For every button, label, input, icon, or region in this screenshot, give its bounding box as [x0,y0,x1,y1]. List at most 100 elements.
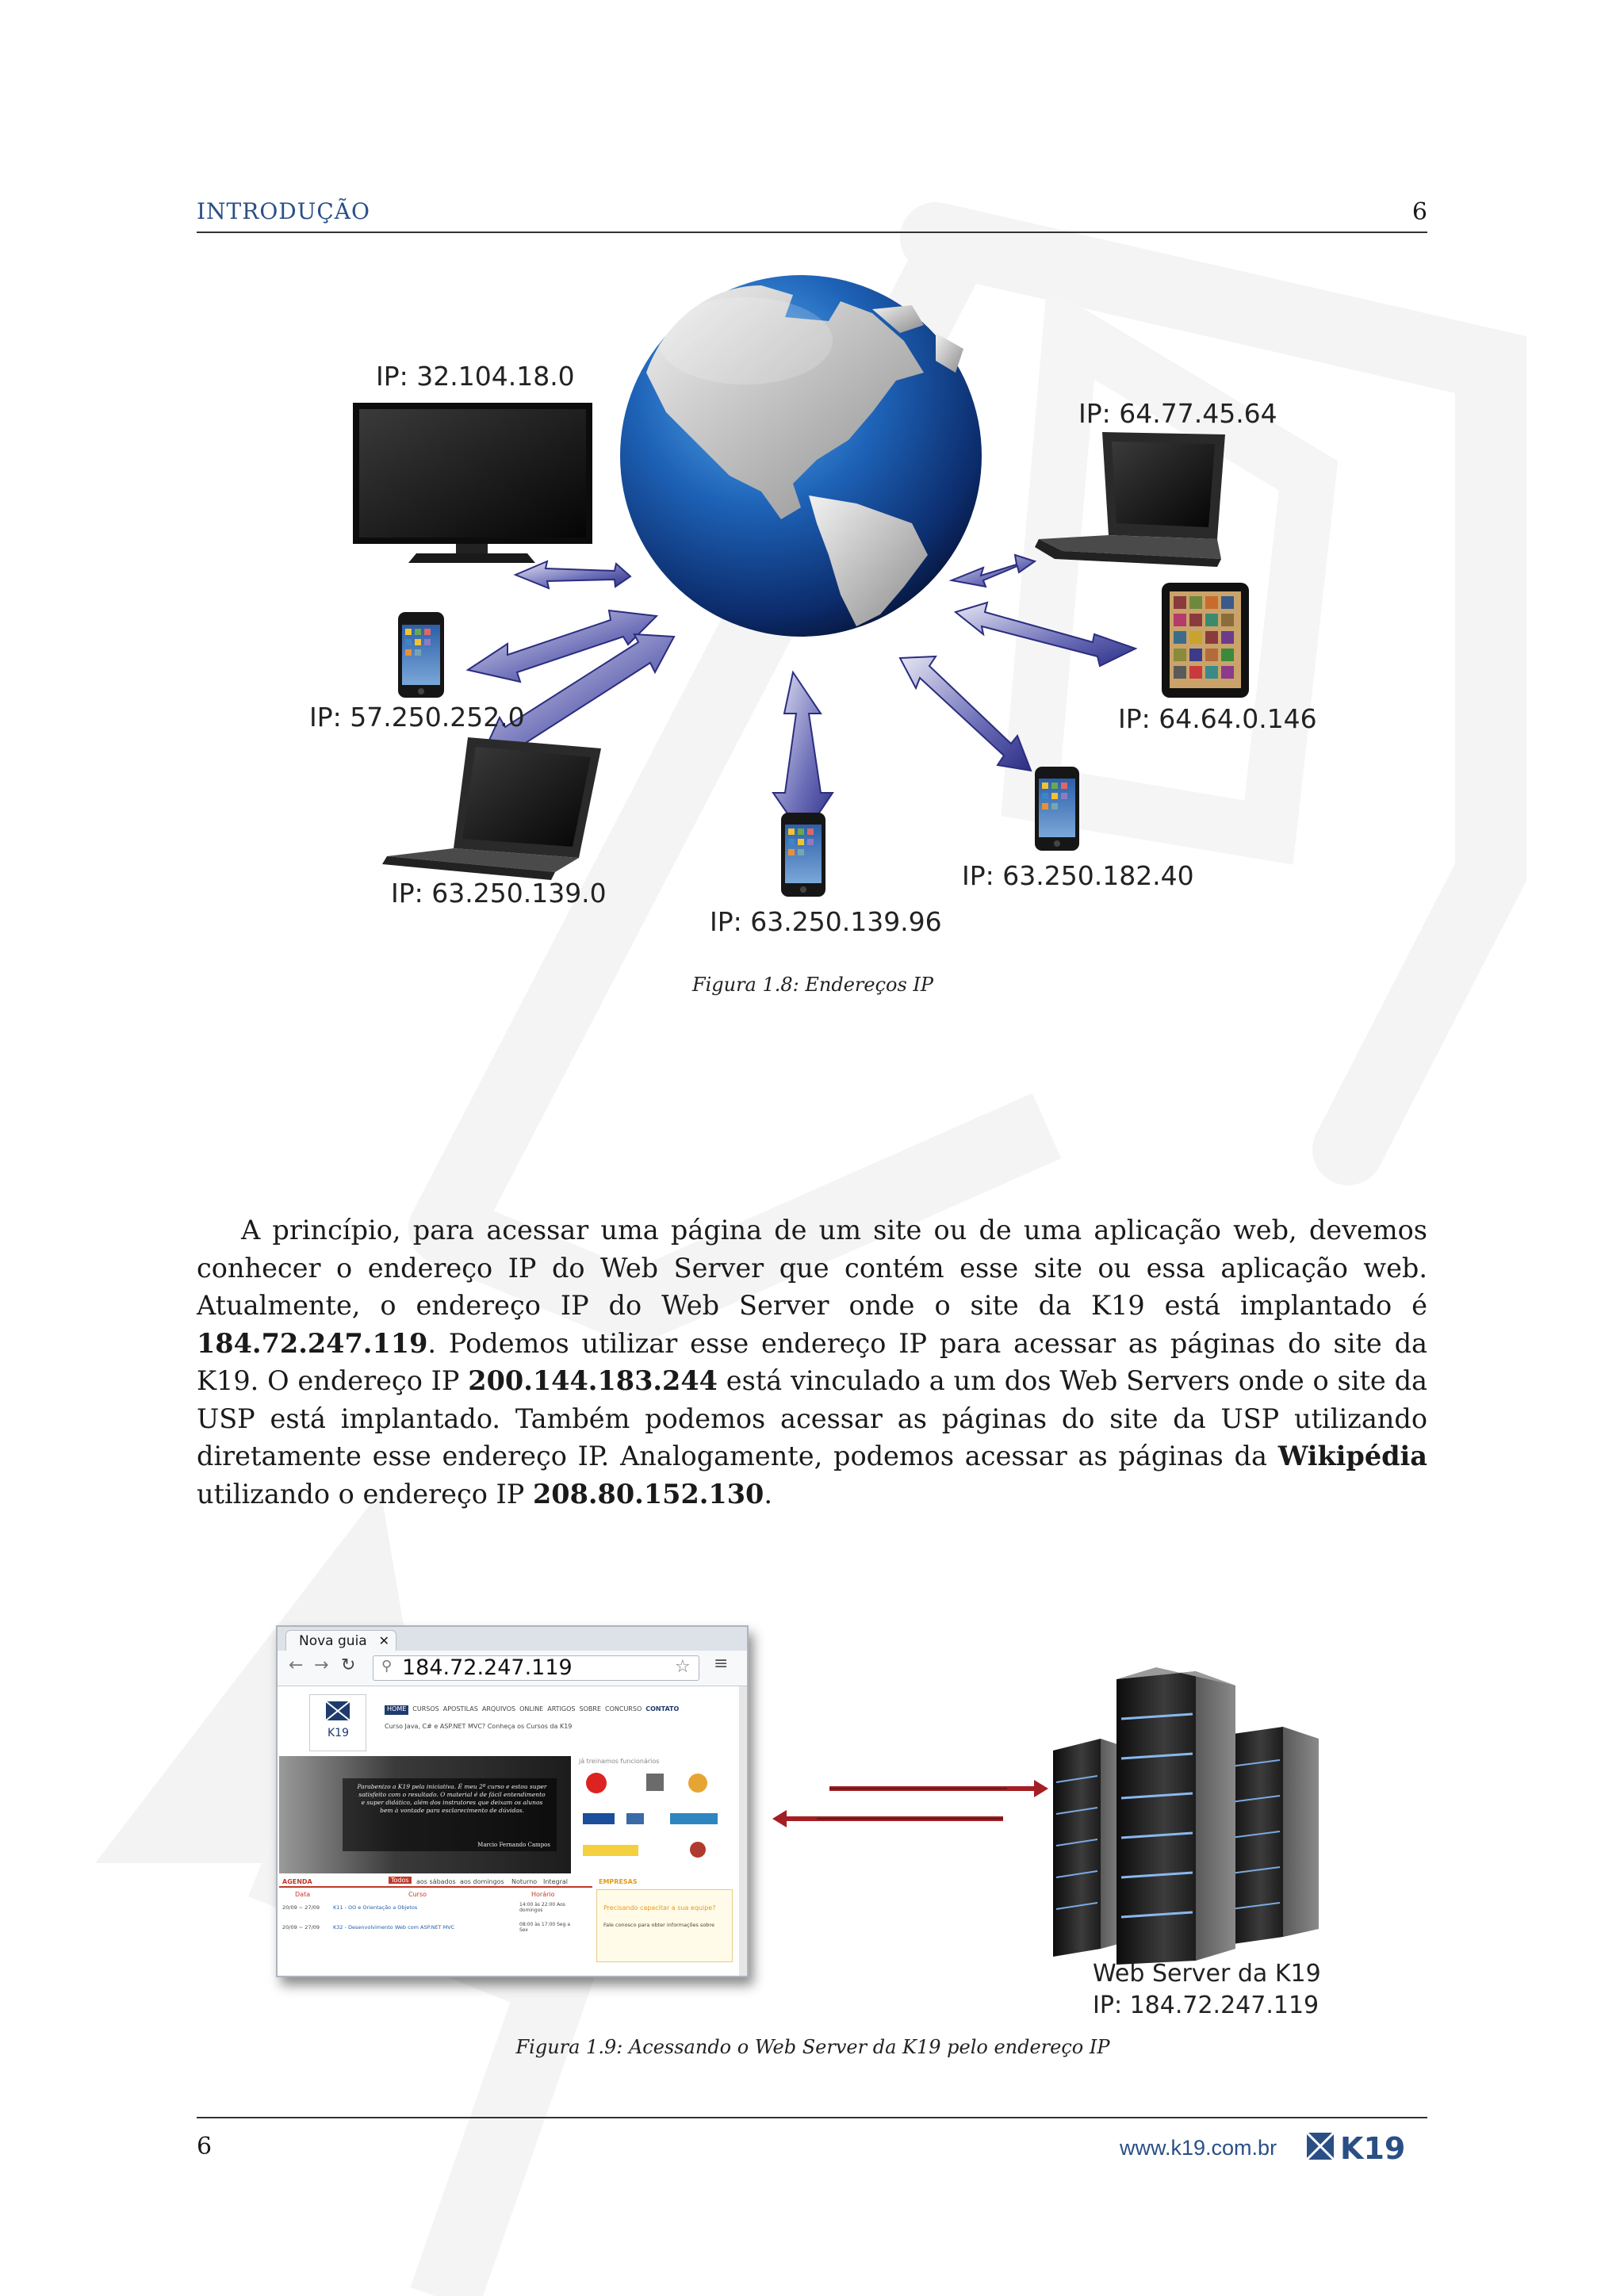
agenda-row-1-time: 14:00 às 22:00 Aos domingos [519,1902,565,1913]
server-rack-right [1228,1727,1319,1945]
site-k19-logo[interactable]: K19 [309,1694,366,1751]
ip-label-laptop-top-right: IP: 64.77.45.64 [1078,398,1277,429]
phone-bottom-right-device [1035,767,1079,851]
ip-label-laptop-bottom-left: IP: 63.250.139.0 [391,878,607,909]
figure-ip-addresses [353,275,1249,897]
arrows [465,553,1138,838]
k19-logo-icon: K19 [325,1701,350,1739]
svg-text:K19: K19 [327,1727,349,1739]
reload-icon[interactable]: ↻ [341,1655,356,1675]
back-icon[interactable]: ← [289,1655,304,1675]
address-bar-url: 184.72.247.119 [402,1655,573,1680]
site-menu-contato[interactable]: CONTATO [645,1705,680,1712]
scrollbar[interactable] [739,1686,747,1976]
partner-logo-claro [586,1773,607,1793]
phone-bottom-device [781,813,825,897]
ip-k19: 184.72.247.119 [197,1327,428,1359]
agenda-rule [279,1886,592,1888]
arrow-to-browser [772,1810,1003,1827]
site-menu-artigos[interactable]: ARTIGOS [547,1705,576,1712]
footer-page-number: 6 [197,2133,213,2160]
agenda-row-1-course[interactable]: K11 - OO e Orientação a Objetos [333,1904,418,1911]
partner-logo-senac [583,1813,615,1824]
agenda-row-2-date: 20/09 ~ 27/09 [282,1924,320,1931]
agenda-row-2-course[interactable]: K32 - Desenvolvimento Web com ASP.NET MV… [333,1924,455,1931]
partner-logo-cptec [670,1813,718,1824]
agenda-tab-todos[interactable]: Todos [389,1877,412,1884]
browser-window: Nova guia✕ ← → ↻ ⚲ 184.72.247.119 ☆ ≡ K1… [276,1625,749,1977]
site-menu: HOME CURSOS APOSTILAS ARQUIVOS ONLINE AR… [385,1705,679,1715]
web-server-label: Web Server da K19 IP: 184.72.247.119 [1093,1958,1321,2022]
body-paragraph: A princípio, para acessar uma página de … [197,1215,1427,1510]
ip-usp: 200.144.183.244 [468,1365,718,1396]
partner-logo-serpro [626,1813,644,1824]
empresas-box-text: Fale conosco para obter informações sobr… [603,1922,714,1928]
ip-label-tablet: IP: 64.64.0.146 [1118,703,1317,734]
search-icon: ⚲ [381,1658,393,1674]
k19-website: K19 HOME CURSOS APOSTILAS ARQUIVOS ONLIN… [278,1686,747,1976]
menu-icon[interactable]: ≡ [714,1654,729,1674]
running-header-title: INTRODUÇÃO [197,198,370,224]
server-rack-center [1116,1667,1235,1965]
partner-logo-brasao [690,1842,706,1858]
agenda-tab-domingos[interactable]: aos domingos [460,1878,504,1885]
tv-device [353,403,592,563]
footer-k19-logo: K19 [1305,2131,1405,2163]
empresas-box-title: Precisando capacitar a sua equipe? [603,1904,716,1911]
site-menu-concurso[interactable]: CONCURSO [605,1705,642,1712]
site-menu-apostilas[interactable]: APOSTILAS [442,1705,478,1712]
wikipedia-name: Wikipédia [1277,1441,1427,1471]
testimonial-quote: Parabenizo a K19 pela iniciativa. É meu … [357,1783,547,1814]
header-rule [197,232,1427,233]
ip-label-tv: IP: 32.104.18.0 [376,361,575,392]
server-rack-left [1053,1739,1124,1957]
figure-2-caption: Figura 1.9: Acessando o Web Server da K1… [515,2036,1110,2058]
agenda-tab-sabados[interactable]: aos sábados [416,1878,456,1885]
tab-bar: Nova guia✕ [278,1627,747,1651]
footer-rule [197,2117,1427,2118]
site-menu-cursos[interactable]: CURSOS [412,1705,439,1712]
web-server-label-name: Web Server da K19 [1093,1960,1321,1988]
footer-url[interactable]: www.k19.com.br [1120,2136,1277,2160]
empresas-box: Precisando capacitar a sua equipe? Fale … [596,1889,733,1962]
testimonial-box: Parabenizo a K19 pela iniciativa. É meu … [343,1778,557,1851]
agenda-row-1-date: 20/09 ~ 27/09 [282,1904,320,1911]
figure-1-caption: Figura 1.8: Endereços IP [691,974,934,996]
partner-logo-seal [688,1774,707,1793]
address-bar[interactable]: ⚲ 184.72.247.119 ☆ [373,1655,699,1681]
tablet-device [1162,583,1249,698]
agenda-tab-noturno[interactable]: Noturno [511,1878,538,1885]
agenda-header-horario: Horário [531,1891,555,1898]
partner-logo-grid [646,1774,664,1791]
site-menu-home[interactable]: HOME [385,1705,409,1715]
tab-nova-guia[interactable]: Nova guia✕ [285,1630,396,1651]
empresas-title: EMPRESAS [599,1878,638,1885]
site-menu-sobre[interactable]: SOBRE [579,1705,601,1712]
site-tagline: Curso Java, C# e ASP.NET MVC? Conheça os… [385,1723,573,1730]
forward-icon[interactable]: → [314,1655,329,1675]
site-menu-online[interactable]: ONLINE [519,1705,544,1712]
bookmark-star-icon[interactable]: ☆ [675,1657,691,1677]
agenda-tab-integral[interactable]: Integral [543,1878,568,1885]
ip-label-phone-left: IP: 57.250.252.0 [309,702,525,733]
web-server-label-ip: IP: 184.72.247.119 [1093,1992,1320,2019]
footer-logo-text: K19 [1340,2131,1405,2163]
partner-logo-banco-do-brasil [583,1845,638,1856]
running-header-page-number: 6 [1411,198,1427,226]
testimonial-author: Marcio Fernando Campos [477,1842,550,1848]
laptop-bottom-left-device [382,737,601,880]
phone-left-device [398,612,444,698]
agenda-title: AGENDA [282,1878,312,1885]
browser-toolbar: ← → ↻ ⚲ 184.72.247.119 ☆ ≡ [278,1651,747,1686]
site-banner: Parabenizo a K19 pela iniciativa. É meu … [279,1756,571,1873]
ip-wikipedia: 208.80.152.130 [532,1478,764,1510]
ip-label-phone-bottom-right: IP: 63.250.182.40 [962,860,1194,891]
site-menu-arquivos[interactable]: ARQUIVOS [481,1705,516,1712]
ip-label-phone-bottom: IP: 63.250.139.96 [710,906,942,937]
close-tab-icon[interactable]: ✕ [378,1633,389,1648]
request-response-arrows [772,1780,1048,1827]
agenda-header-curso: Curso [408,1891,427,1898]
arrow-to-server [829,1780,1048,1797]
laptop-top-right-device [1035,432,1225,567]
agenda-header-data: Data [295,1891,311,1898]
